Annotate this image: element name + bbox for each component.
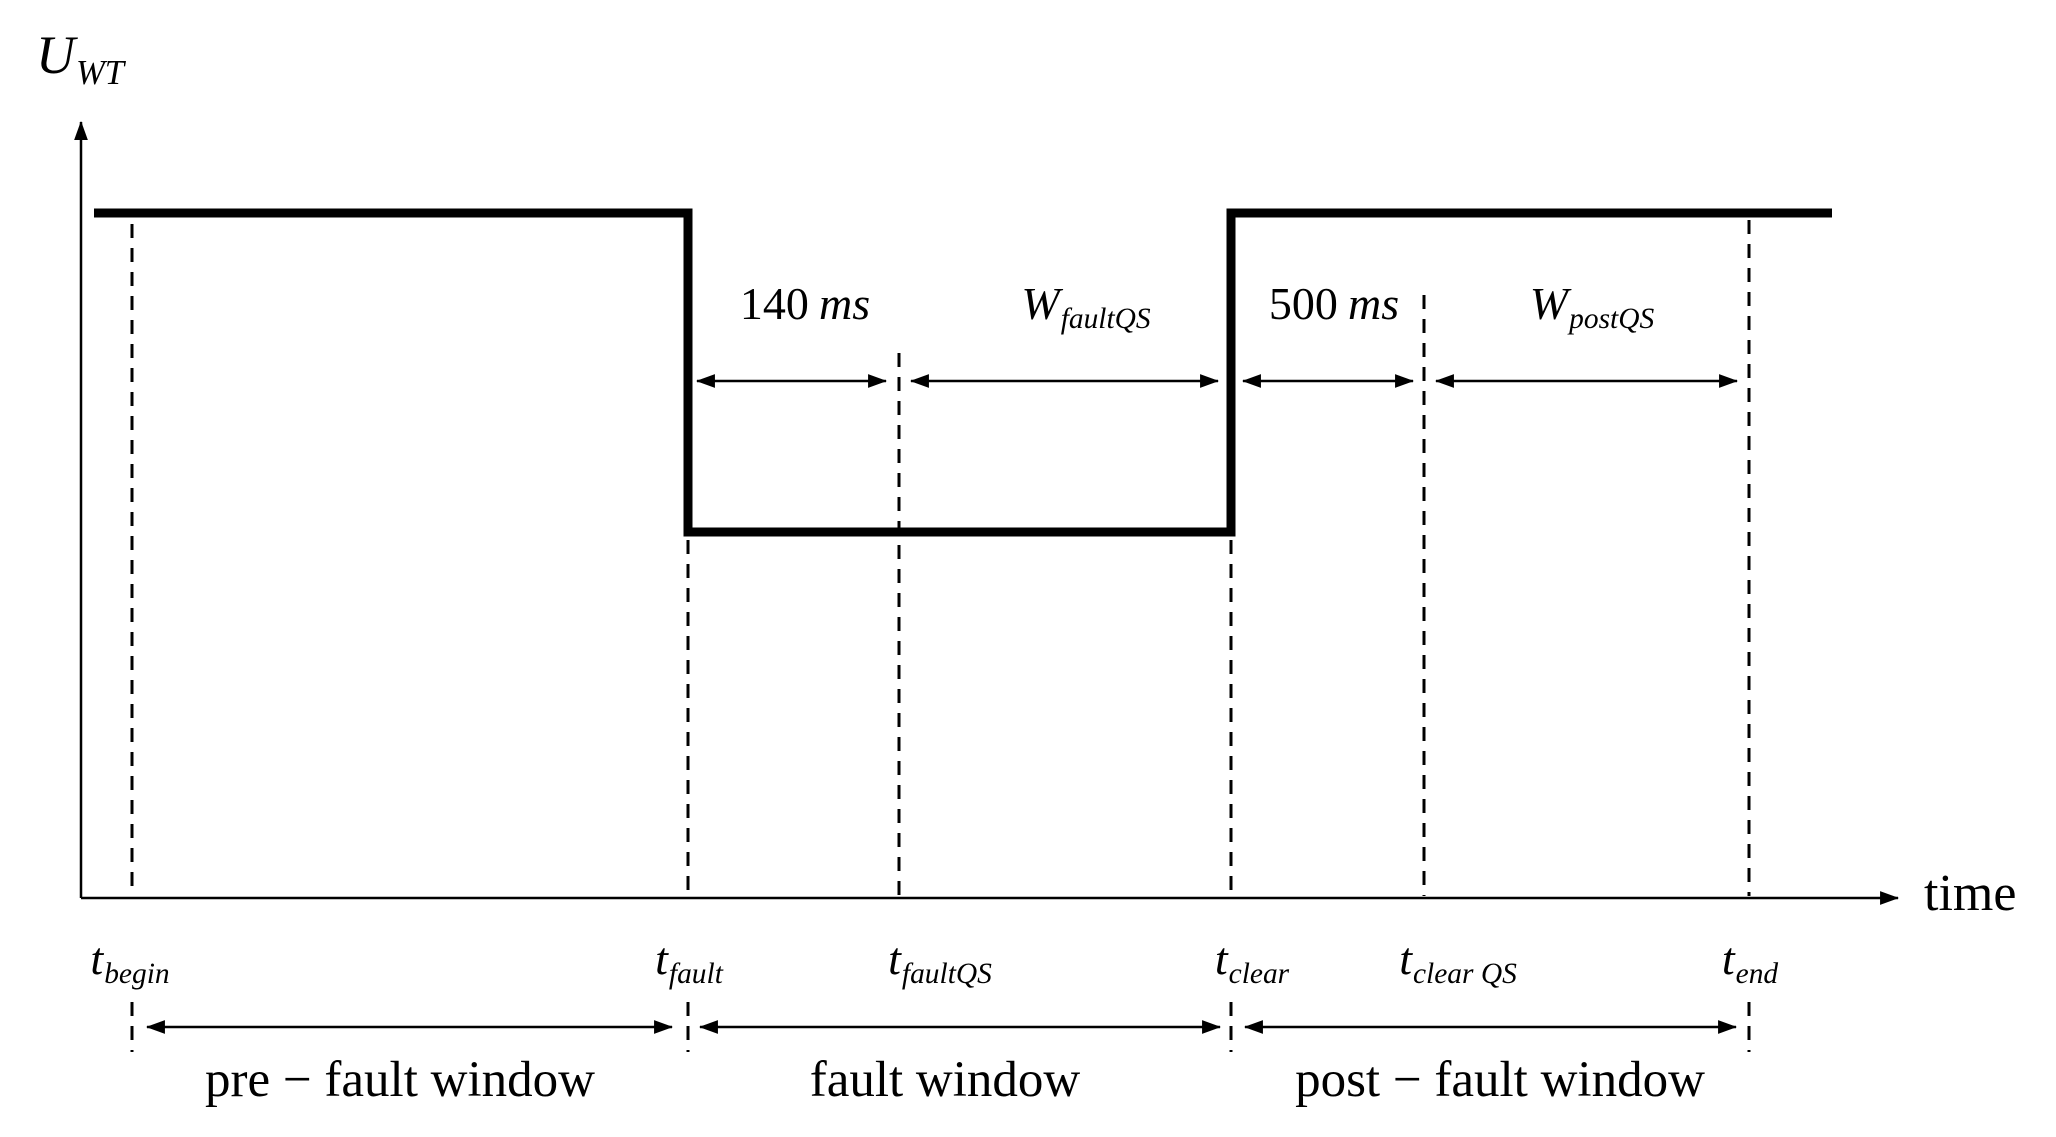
t-clearqs-base: t — [1399, 933, 1412, 984]
annotation-fault-qs-window: WfaultQS — [1021, 278, 1150, 335]
post-fault-window-label: post − fault window — [1295, 1052, 1705, 1108]
time-marker-t-begin: tbegin — [90, 933, 169, 990]
t-faultqs-base: t — [888, 933, 901, 984]
time-marker-t-clear: tclear — [1214, 933, 1289, 990]
time-marker-t-faultqs: tfaultQS — [888, 933, 992, 990]
y-axis-label: UWT — [36, 25, 124, 90]
t-clear-sub: clear — [1228, 958, 1290, 991]
t-begin-sub: begin — [104, 958, 170, 991]
clear-delay-unit: ms — [1347, 278, 1400, 329]
fault-qs-window-base: W — [1021, 278, 1060, 329]
t-end-sub: end — [1735, 958, 1779, 991]
fault-delay-value: 140 — [739, 278, 809, 329]
post-qs-window-sub: postQS — [1569, 303, 1655, 336]
y-axis-label-base: U — [36, 25, 75, 85]
t-fault-sub: fault — [668, 958, 723, 991]
voltage-signal-line — [94, 208, 1832, 537]
t-begin-base: t — [90, 933, 104, 984]
t-fault-base: t — [655, 933, 668, 984]
clear-delay-value: 500 — [1268, 278, 1338, 329]
time-marker-t-fault: tfault — [655, 933, 723, 990]
x-axis-label: time — [1924, 865, 2017, 922]
time-marker-t-end: tend — [1721, 933, 1778, 990]
t-clear-base: t — [1214, 933, 1228, 984]
pre-fault-window-label: pre − fault window — [205, 1052, 595, 1108]
fault-qs-window-sub: faultQS — [1060, 303, 1151, 336]
fault-window-label: fault window — [809, 1052, 1081, 1108]
t-clearqs-sub: clear QS — [1412, 958, 1517, 991]
post-qs-window-base: W — [1529, 278, 1569, 329]
y-axis-label-sub: WT — [76, 54, 124, 93]
t-faultqs-sub: faultQS — [901, 958, 992, 991]
annotation-post-qs-window: WpostQS — [1529, 278, 1654, 335]
time-marker-t-clearqs: tclear QS — [1399, 933, 1517, 990]
fault-delay-unit: ms — [818, 278, 871, 329]
t-end-base: t — [1721, 933, 1735, 984]
